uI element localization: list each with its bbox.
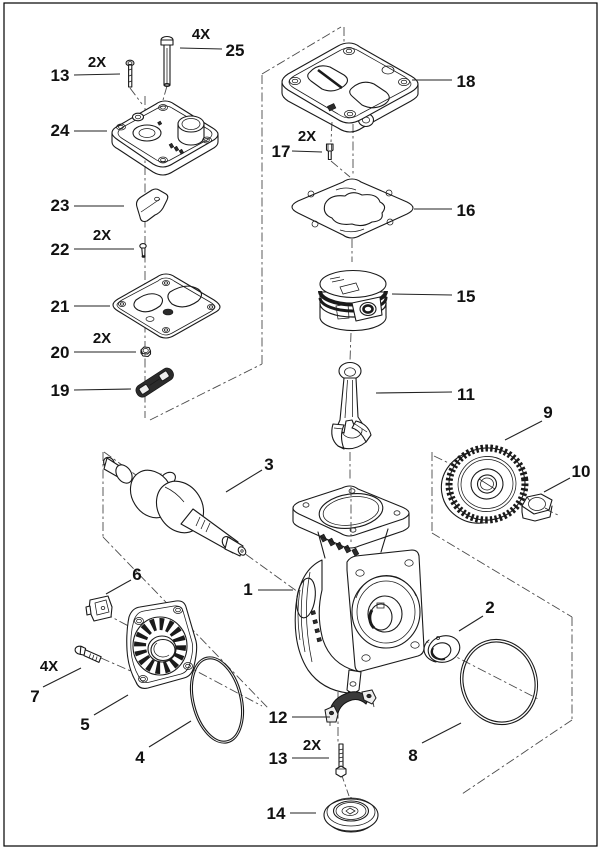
leader-line-9 (504, 420, 543, 441)
callout-7: 7 (30, 687, 39, 706)
callout-1: 1 (243, 580, 252, 599)
part-bushing (423, 635, 461, 663)
leader-line-13 (73, 73, 121, 76)
part-piston (318, 269, 388, 332)
callout-19: 19 (51, 381, 70, 400)
leader-line-3 (225, 469, 263, 493)
callout-15: 15 (457, 287, 476, 306)
leader-line-19 (73, 388, 132, 391)
qty-label-13: 2X (303, 737, 321, 754)
callout-9: 9 (543, 403, 552, 422)
callouts-layer: 132X254X2423222X21202X1918172X1615119103… (30, 26, 590, 823)
callout-3: 3 (264, 455, 273, 474)
diagram-border (3, 2, 598, 847)
callout-21: 21 (51, 297, 70, 316)
part-o-ring-cover (189, 656, 245, 744)
leader-line-6 (105, 579, 132, 595)
callout-8: 8 (408, 746, 417, 765)
qty-label-20: 2X (93, 330, 111, 347)
part-rod-bearing-cap (324, 689, 377, 726)
leader-line-8 (421, 722, 462, 744)
part-crankcase-cap (323, 797, 379, 833)
part-cylinder-head-cover-plate (111, 100, 219, 176)
callout-10: 10 (572, 462, 591, 481)
part-reed-valve (135, 367, 174, 398)
qty-label-7: 4X (40, 658, 58, 675)
callout-24: 24 (51, 121, 70, 140)
callout-2: 2 (485, 598, 494, 617)
part-cylinder-head (281, 42, 419, 133)
part-valve-plate-gasket (112, 273, 221, 339)
part-crankshaft (103, 456, 247, 557)
leader-line-5 (93, 694, 129, 716)
part-retainer-clip (85, 595, 113, 622)
callout-4: 4 (135, 748, 145, 767)
callout-23: 23 (51, 196, 70, 215)
callout-6: 6 (132, 565, 141, 584)
leader-line-25 (179, 47, 223, 50)
leader-line-11 (375, 391, 453, 394)
qty-label-13: 2X (88, 54, 106, 71)
part-screw-small (139, 243, 147, 258)
part-nut-small (140, 346, 152, 358)
part-o-ring-large (459, 638, 539, 726)
part-gasket-bracket (135, 188, 169, 223)
leader-line-17 (291, 150, 323, 153)
leader-line-7 (42, 667, 82, 688)
leader-line-10 (543, 477, 571, 493)
callout-20: 20 (51, 343, 70, 362)
callout-12: 12 (269, 708, 288, 727)
part-screw-top (125, 59, 135, 88)
leader-line-2 (458, 615, 484, 632)
part-cap-bolt (335, 743, 347, 778)
callout-13: 13 (269, 749, 288, 768)
callout-11: 11 (457, 385, 475, 404)
callout-17: 17 (272, 142, 291, 161)
qty-label-17: 2X (298, 128, 316, 145)
part-connecting-rod (331, 361, 372, 450)
part-hex-nut (521, 493, 553, 522)
leader-line-4 (148, 720, 192, 748)
part-end-cover-bearing (126, 600, 198, 689)
callout-16: 16 (457, 201, 476, 220)
callout-22: 22 (51, 240, 70, 259)
qty-label-25: 4X (192, 26, 210, 43)
callout-14: 14 (267, 804, 286, 823)
qty-label-22: 2X (93, 227, 111, 244)
callout-25: 25 (226, 41, 245, 60)
callout-5: 5 (80, 715, 89, 734)
leader-line-15 (391, 293, 453, 296)
part-screw-head (325, 143, 334, 161)
part-mounting-bolt-long (160, 35, 174, 88)
callout-18: 18 (457, 72, 476, 91)
part-head-gasket (291, 178, 414, 239)
part-flange-bolt (74, 645, 102, 663)
part-drive-gear (440, 444, 529, 524)
callout-13: 13 (51, 66, 70, 85)
